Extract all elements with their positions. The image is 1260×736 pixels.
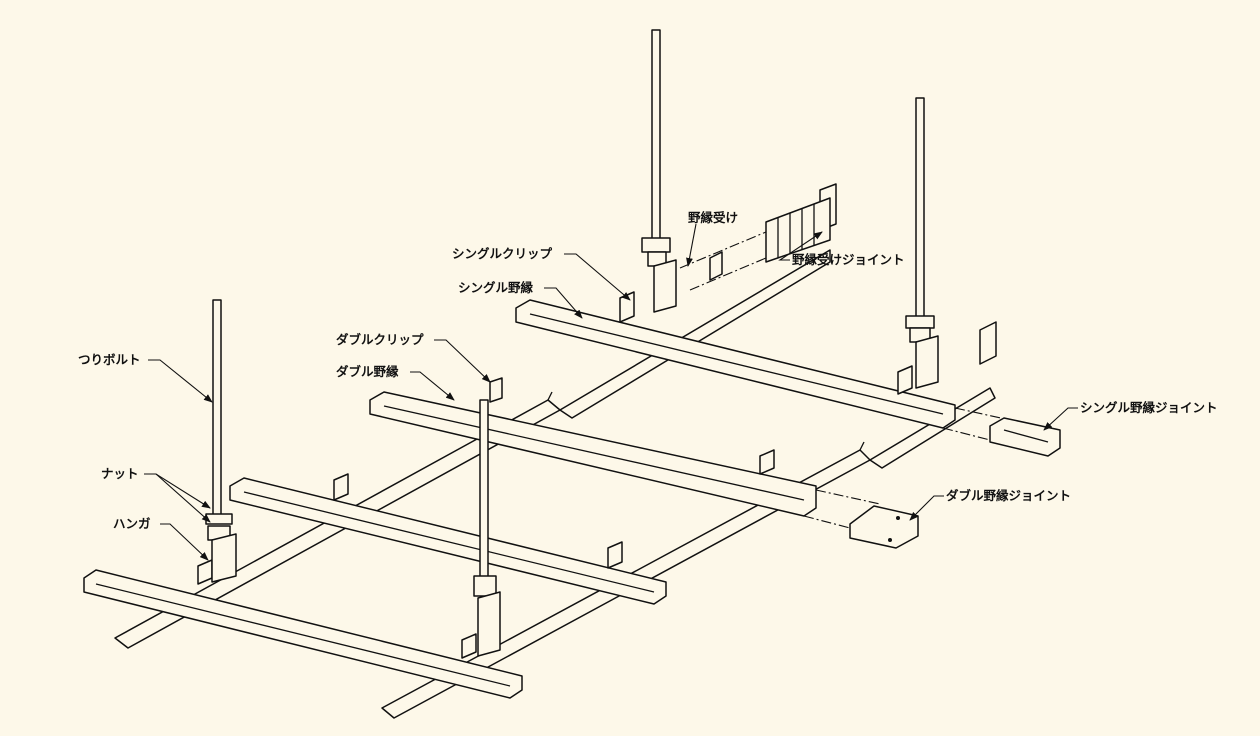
single-furring-joint-part: [942, 407, 1061, 457]
furring-bar-4: [515, 299, 956, 429]
leader-lines: [144, 223, 1078, 561]
hanger-bolt-1: [205, 299, 237, 583]
hanger-bolt-4: [905, 97, 939, 389]
clips: [197, 251, 913, 659]
furring-bar-2: [229, 477, 667, 605]
receiver-joint: [679, 197, 831, 291]
label-double-furring: ダブル野縁: [336, 364, 399, 379]
label-single-furring-joint: シングル野縁ジョイント: [1080, 400, 1218, 415]
double-furring-joint-part: [803, 489, 919, 549]
label-double-furring-joint: ダブル野縁ジョイント: [946, 488, 1072, 503]
label-furring-receiver-joint: 野縁受けジョイント: [792, 252, 905, 267]
label-furring-receiver: 野縁受け: [688, 210, 739, 225]
label-double-clip: ダブルクリップ: [336, 332, 424, 347]
label-nut: ナット: [101, 466, 139, 481]
furring-bar-1: [83, 569, 523, 699]
label-hanger: ハンガ: [113, 516, 151, 531]
hanger-bolt-2: [473, 399, 501, 657]
label-hanger-bolt: つりボルト: [78, 352, 141, 367]
furring-bar-3: [369, 391, 817, 517]
label-single-furring: シングル野縁: [458, 280, 534, 295]
hanger-bolt-3: [641, 29, 677, 313]
label-single-clip: シングルクリップ: [452, 246, 553, 261]
